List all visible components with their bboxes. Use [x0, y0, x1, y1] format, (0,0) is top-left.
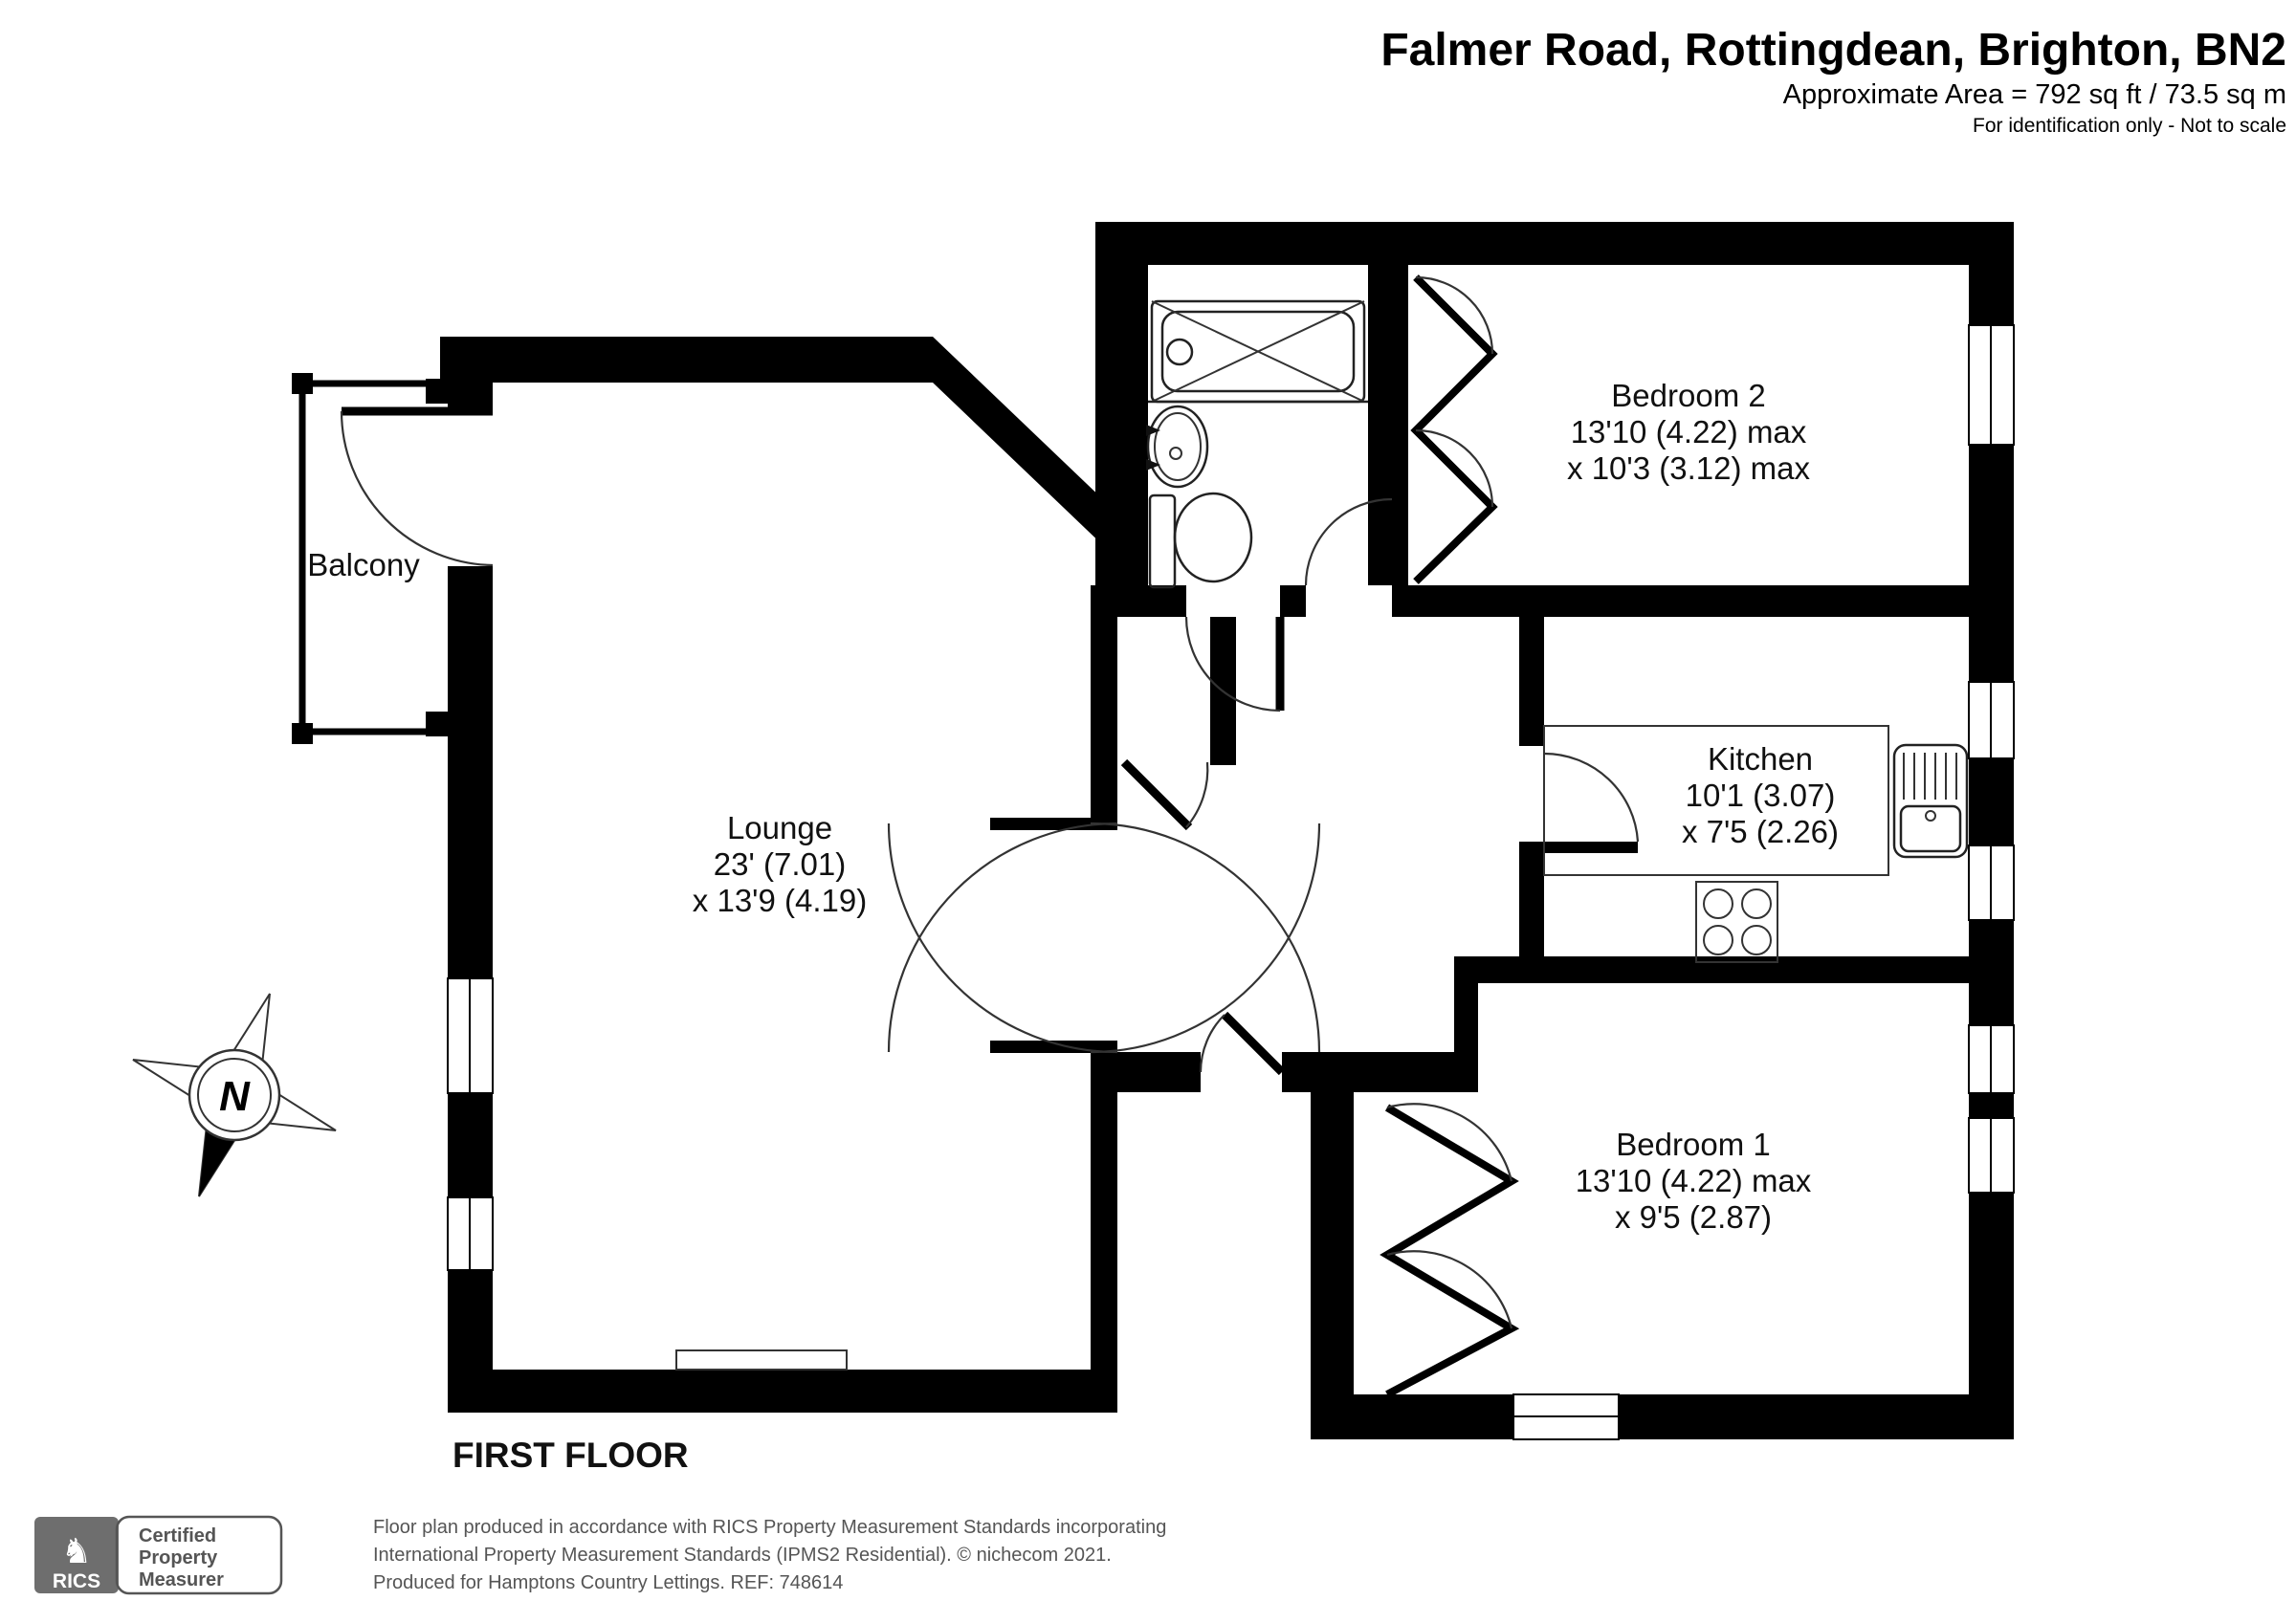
wall-lounge-hall-lower [1091, 1052, 1117, 1413]
lounge-dim1: 23' (7.01) [714, 846, 846, 882]
bathroom-fixtures [1146, 299, 1368, 589]
wall-lounge-hall-upper [1091, 585, 1117, 823]
kitchen-door [1519, 752, 1640, 853]
toilet-icon [1148, 492, 1253, 589]
cupboard-door [1120, 758, 1209, 831]
compass-n-label: N [219, 1073, 251, 1120]
wall-lounge-top [440, 337, 933, 383]
bedroom1-door [1199, 1011, 1286, 1076]
area-text: Approximate Area = 792 sq ft / 73.5 sq m [1783, 79, 2286, 110]
cert-line1: Certified [139, 1525, 216, 1546]
cert-badge-border [115, 1515, 283, 1595]
wall-kitchen-left-lower [1519, 847, 1544, 956]
kitchen-fixtures [1543, 725, 1969, 963]
wall-bathroom-left [1095, 222, 1148, 617]
compass-ring-outer [188, 1048, 281, 1142]
wall-left-seg3 [448, 1093, 493, 1197]
rics-lion-icon: ♞ [61, 1531, 92, 1570]
window-bedroom1-bottom [1512, 1393, 1620, 1440]
window-lounge-left-2 [447, 1196, 494, 1271]
wall-hall-top-a [1108, 585, 1186, 617]
footer-line3: Produced for Hamptons Country Lettings. … [373, 1572, 843, 1593]
wall-hall-top-post [1280, 585, 1306, 617]
compass-ring-inner [197, 1058, 272, 1132]
footer: ♞ RICS Certified Property Measurer Floor… [34, 1515, 1166, 1595]
balcony-label: Balcony [307, 547, 420, 582]
kitchen-label: Kitchen [1708, 741, 1813, 777]
rics-logo [34, 1517, 119, 1593]
cert-line3: Measurer [139, 1569, 224, 1590]
basin-icon [1146, 405, 1209, 489]
bedroom2-dim2: x 10'3 (3.12) max [1567, 450, 1810, 486]
bedroom2-dim1: 13'10 (4.22) max [1571, 414, 1807, 450]
kitchen-dim2: x 7'5 (2.26) [1682, 814, 1839, 849]
wall-top [1095, 222, 2014, 265]
bathroom-door [1184, 616, 1285, 713]
bedroom2-label: Bedroom 2 [1611, 378, 1765, 413]
balcony-door [340, 406, 494, 567]
rics-brand-label: RICS [53, 1570, 100, 1592]
wall-bedroom1-left [1311, 1052, 1354, 1439]
windows [447, 324, 2015, 1440]
bedroom2-wardrobe [1410, 274, 1498, 584]
kitchen-dim1: 10'1 (3.07) [1686, 778, 1836, 813]
wall-kitchen-bottom [1478, 956, 1969, 983]
bedroom1-dim2: x 9'5 (2.87) [1615, 1199, 1772, 1235]
window-lounge-left-1 [447, 977, 494, 1094]
page-title: Falmer Road, Rottingdean, Brighton, BN2 [1380, 25, 2286, 76]
doors [340, 406, 1640, 1076]
bedroom1-wardrobe [1380, 1103, 1520, 1398]
lounge-dim2: x 13'9 (4.19) [693, 883, 867, 918]
window-bedroom2-right [1968, 324, 2015, 446]
wardrobes [1380, 274, 1520, 1398]
bedroom2-door [1304, 497, 1397, 586]
wall-lounge-bottom [448, 1370, 1117, 1413]
cert-line2: Property [139, 1547, 218, 1568]
bathtub-icon [1148, 299, 1368, 404]
window-bedroom1-right-1 [1968, 1024, 2015, 1094]
footer-line1: Floor plan produced in accordance with R… [373, 1517, 1166, 1538]
bedroom1-dim1: 13'10 (4.22) max [1576, 1163, 1812, 1198]
window-bedroom1-right-2 [1968, 1117, 2015, 1194]
window-kitchen-right-2 [1968, 844, 2015, 921]
floor-label: FIRST FLOOR [453, 1436, 689, 1475]
kitchen-counter [1543, 725, 1889, 876]
wall-kitchen-left-upper [1519, 617, 1544, 746]
hob-icon [1695, 881, 1778, 963]
header: Falmer Road, Rottingdean, Brighton, BN2 … [1380, 25, 2286, 137]
lounge-label: Lounge [727, 810, 832, 845]
window-sill-lounge-bottom [675, 1349, 848, 1371]
window-kitchen-right-1 [1968, 681, 2015, 759]
wall-left-seg2 [448, 566, 493, 978]
footer-line2: International Property Measurement Stand… [373, 1545, 1112, 1566]
room-labels: Lounge 23' (7.01) x 13'9 (4.19) Bedroom … [307, 378, 1839, 1235]
wall-diagonal [933, 337, 1108, 550]
wall-bedroom2-bottom [1392, 585, 1969, 617]
disclaimer-text: For identification only - Not to scale [1973, 115, 2286, 137]
lounge-double-door [887, 818, 1321, 1054]
sink-icon [1892, 743, 1969, 859]
wall-bedroom1-bottom [1311, 1394, 2014, 1439]
bedroom1-label: Bedroom 1 [1616, 1127, 1770, 1162]
balcony-structure [292, 373, 448, 744]
wall-hall-bottom-a [1091, 1052, 1201, 1092]
compass: N [132, 993, 337, 1197]
wall-left-seg1 [448, 337, 493, 411]
